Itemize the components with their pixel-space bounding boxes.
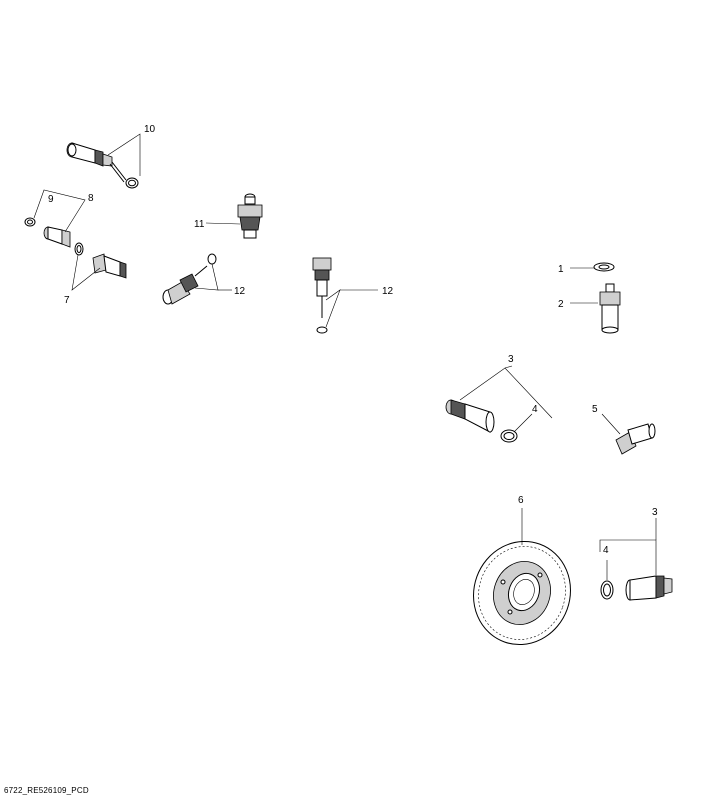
part-12-sender-left: [162, 253, 217, 305]
callout-1: 1: [558, 264, 564, 275]
leader-12-center: [325, 289, 378, 328]
part-8-fitting: [43, 226, 71, 248]
part-2-plug: [599, 283, 621, 334]
callout-9: 9: [48, 194, 54, 205]
part-4-oring-lower: [600, 580, 614, 600]
callout-10: 10: [144, 124, 156, 135]
part-12-sender-center: [312, 257, 332, 334]
part-11-switch: [237, 193, 263, 239]
part-3-sensor-lower: [625, 575, 673, 601]
part-5-sensor: [615, 423, 656, 455]
leader-5: [601, 413, 621, 435]
part-6-tone-wheel: [473, 540, 571, 646]
part-3-sensor-upper: [445, 399, 495, 433]
callout-5: 5: [592, 404, 598, 415]
callout-3-upper: 3: [508, 354, 514, 365]
part-1-washer: [593, 262, 615, 272]
callout-12-center: 12: [382, 286, 394, 297]
callout-4-upper: 4: [532, 404, 538, 415]
callout-8: 8: [88, 193, 94, 204]
callout-6: 6: [518, 495, 524, 506]
leader-3-upper: [459, 365, 553, 419]
leader-11: [205, 222, 241, 225]
leader-3-lower: [599, 518, 657, 575]
leader-4-upper: [513, 413, 533, 433]
callout-3-lower: 3: [652, 507, 658, 518]
drawing-code: 6722_RE526109_PCD: [4, 786, 89, 795]
part-7-fitting: [92, 253, 127, 279]
leader-7: [71, 254, 101, 291]
leader-9-8: [33, 189, 86, 233]
part-9-ring: [24, 217, 36, 227]
part-10-sensor: [66, 142, 139, 189]
leader-12-left: [194, 263, 232, 291]
leader-10: [107, 133, 141, 176]
part-7-oring: [74, 242, 84, 256]
part-4-oring-upper: [500, 429, 518, 443]
callout-11: 11: [194, 219, 205, 230]
callout-4-lower: 4: [603, 545, 609, 556]
callout-2: 2: [558, 299, 564, 310]
callout-12-left: 12: [234, 286, 246, 297]
callout-7: 7: [64, 295, 70, 306]
